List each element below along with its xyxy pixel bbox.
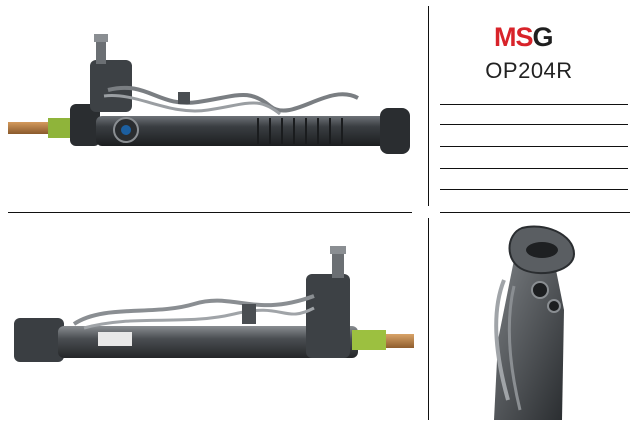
spec-line <box>440 189 628 190</box>
horizontal-divider-right <box>440 212 630 213</box>
vertical-divider-top <box>428 6 429 206</box>
part-number: OP204R <box>485 58 573 83</box>
brand-logo-text: MSG <box>494 22 554 52</box>
steering-valve-closeup-photo <box>494 225 576 420</box>
steering-rack-photo-front <box>8 34 410 154</box>
horizontal-divider-left <box>8 212 412 213</box>
spec-line <box>440 104 628 105</box>
spec-line <box>440 168 628 169</box>
steering-rack-photo-rear <box>14 246 414 362</box>
brand-logo-main: MS <box>494 22 533 52</box>
spec-line <box>440 124 628 125</box>
brand-logo: MSG <box>494 22 574 52</box>
vertical-divider-bottom <box>428 218 429 420</box>
spec-line <box>440 146 628 147</box>
brand-logo-accent: G <box>532 22 554 52</box>
